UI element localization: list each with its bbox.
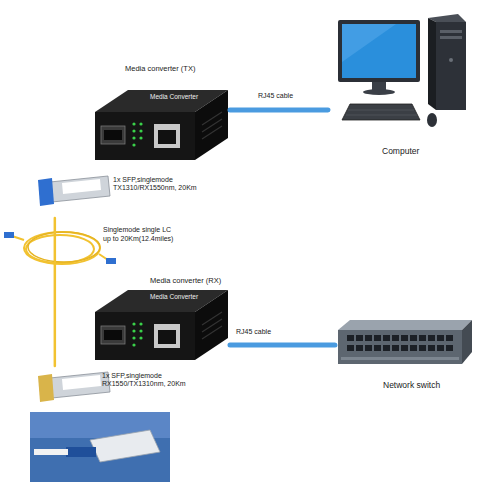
photo-inset [30, 412, 170, 482]
status-led [139, 322, 142, 325]
device-brand-text: Media Converter [150, 293, 220, 301]
rj45-cable [230, 108, 328, 113]
sfp-bale [38, 178, 54, 206]
device-label: Computer [382, 146, 462, 156]
sfp-port [101, 326, 125, 344]
status-led [139, 336, 142, 339]
converter-front [95, 112, 195, 160]
rj45-port-slot [158, 330, 176, 344]
network-switch: Network switch [335, 318, 475, 396]
sfp-spec-label: 1x SFP,singlemode RX1550/TX1310nm, 20Km [102, 372, 202, 389]
device-label: Network switch [383, 380, 473, 390]
sfp-illustration [38, 372, 110, 402]
photo-background [30, 412, 170, 482]
screen-glare [342, 24, 396, 62]
tower-side [428, 18, 436, 110]
media-converter-illustration [95, 90, 228, 160]
switch-trim [341, 357, 459, 360]
vent-slot [202, 112, 222, 125]
media-converter: Media converter (TX) Media Converter [95, 62, 230, 162]
fiber-loop [24, 232, 100, 264]
photo-sfp [90, 430, 160, 462]
sfp-port-slot [104, 130, 122, 140]
status-led [132, 143, 135, 146]
status-led [132, 336, 135, 339]
sfp-port [101, 126, 125, 144]
switch-side [462, 320, 472, 364]
sfp-port-slot [104, 330, 122, 340]
sfp-illustration [38, 176, 110, 206]
tower-front [436, 22, 466, 110]
keyboard-row [346, 115, 417, 116]
status-led [132, 322, 135, 325]
sfp-sticker [62, 179, 101, 194]
sfp-sticker [62, 375, 101, 390]
computer-illustration [338, 14, 466, 127]
switch-top [338, 320, 472, 330]
sfp-body [50, 372, 110, 398]
status-led [132, 329, 135, 332]
lc-connector [4, 232, 14, 238]
vent-slot [202, 126, 222, 139]
sfp-body [50, 176, 110, 202]
photo-connector [66, 447, 96, 457]
status-led [139, 122, 142, 125]
sfp-module: 1x SFP,singlemode RX1550/TX1310nm, 20Km [38, 366, 225, 412]
photo-cable [34, 449, 68, 455]
status-led [139, 129, 142, 132]
media-converter-illustration [95, 290, 228, 360]
drive-slot [440, 30, 462, 33]
status-led [139, 136, 142, 139]
status-led [132, 343, 135, 346]
keyboard [342, 104, 420, 120]
monitor-neck [372, 82, 386, 90]
mouse [427, 113, 437, 127]
vent-slot [202, 319, 222, 332]
tower-top [428, 14, 466, 22]
converter-side [195, 290, 228, 360]
status-led [132, 129, 135, 132]
status-led [132, 122, 135, 125]
converter-side [195, 90, 228, 160]
rj45-port [154, 324, 180, 348]
vent-slot [202, 312, 222, 325]
converter-front [95, 312, 195, 360]
monitor-base [363, 89, 395, 95]
vent-slot [202, 119, 222, 132]
power-button [449, 58, 453, 62]
switch-front [338, 330, 462, 364]
rj45-port-slot [158, 130, 176, 144]
sfp-module: 1x SFP,singlemode TX1310/RX1550nm, 20Km [38, 170, 225, 218]
monitor-bezel [338, 20, 420, 82]
cable-label: RJ45 cable [258, 92, 318, 101]
media-converter: Media converter (RX)Media Converter [95, 262, 230, 362]
monitor-screen [342, 24, 416, 78]
fiber-coil [4, 232, 116, 264]
fiber-cable [54, 218, 57, 366]
device-label: Media converter (TX) [125, 64, 225, 73]
drive-slot [440, 36, 462, 39]
status-led [139, 329, 142, 332]
computer: Computer [328, 10, 473, 160]
keyboard-row [348, 110, 414, 111]
sfp-spec-label: 1x SFP,singlemode TX1310/RX1550nm, 20Km [113, 176, 213, 193]
rj45-port [154, 124, 180, 148]
switch-ports [347, 335, 455, 354]
vent-slot [202, 326, 222, 339]
lc-connector [106, 258, 116, 264]
status-led [132, 136, 135, 139]
switch-illustration [338, 320, 472, 364]
device-brand-text: Media Converter [150, 93, 220, 101]
device-label: Media converter (RX) [150, 276, 250, 285]
cable-label: RJ45 cable [236, 328, 296, 337]
fiber-loop [28, 232, 100, 262]
sfp-bale [38, 374, 54, 402]
cable-label: Singlemode single LC up to 20Km(12.4mile… [103, 226, 179, 244]
rj45-cable [230, 342, 335, 347]
